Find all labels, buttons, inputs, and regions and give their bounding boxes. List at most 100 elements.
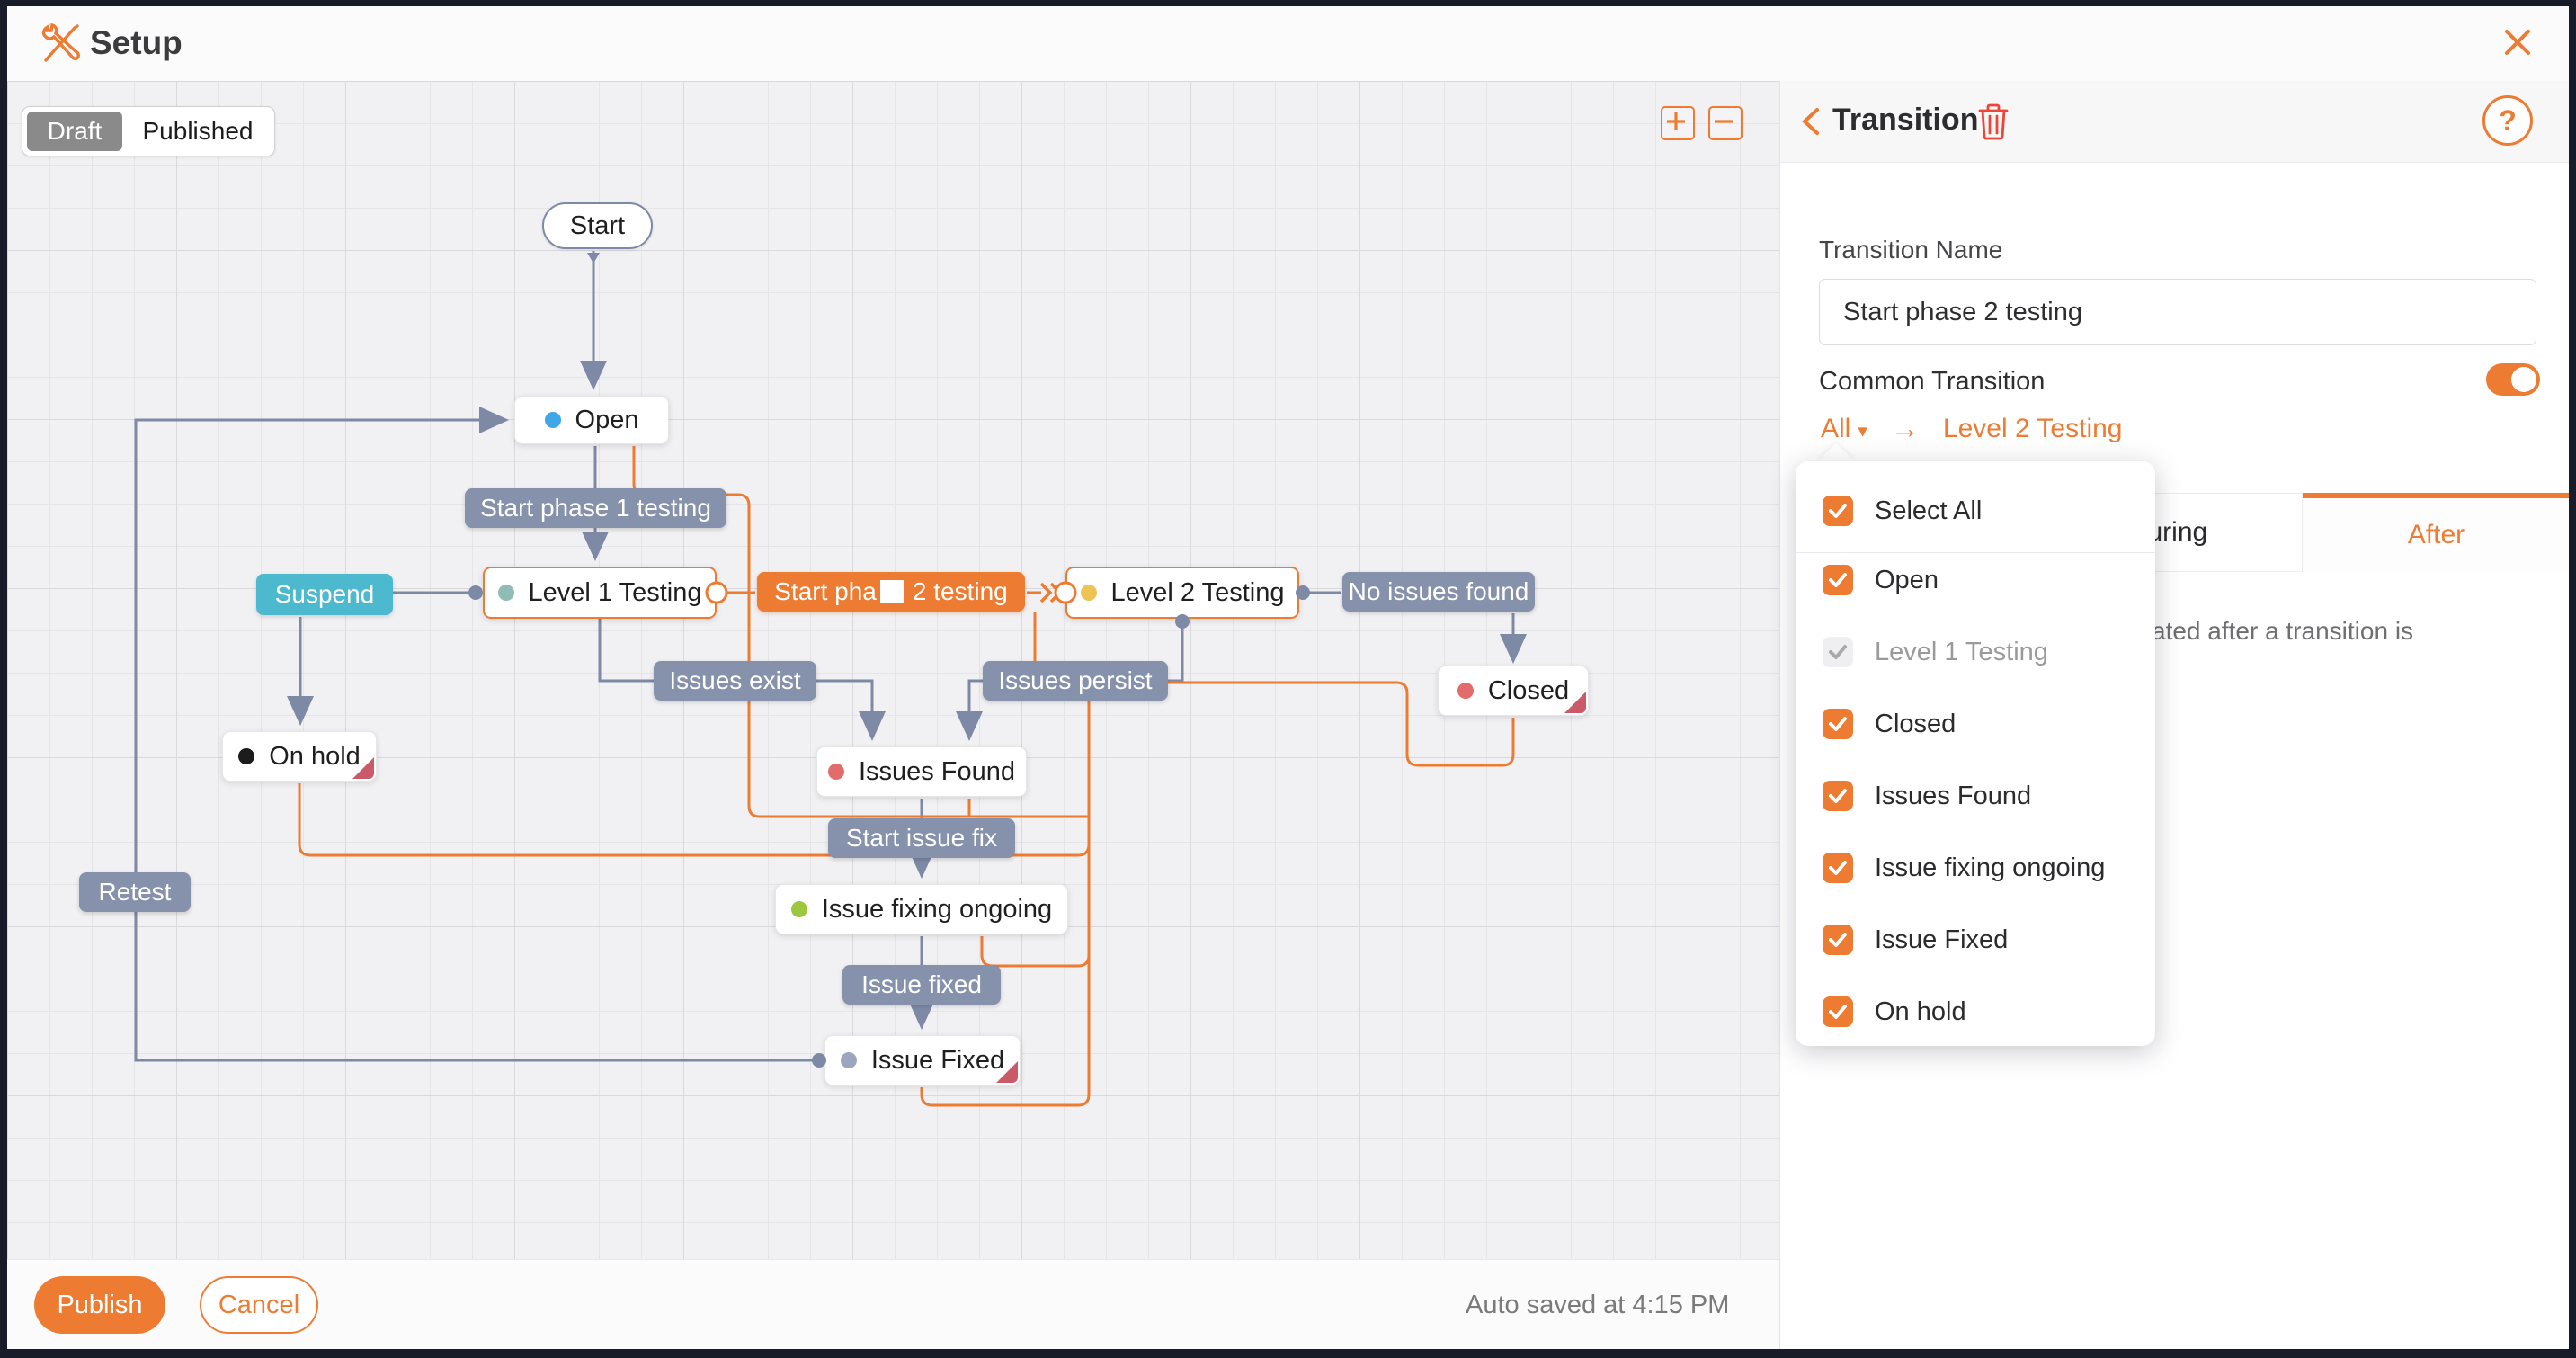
node-retest[interactable]: Retest: [79, 872, 191, 912]
checkbox-checked-icon[interactable]: [1823, 925, 1853, 955]
status-dot: [544, 412, 561, 428]
after-tab-helper-text: ated after a transition is: [2152, 617, 2414, 645]
zoom-out-icon[interactable]: [1708, 106, 1743, 140]
status-dot: [827, 764, 844, 780]
node-issue-fixed-edge[interactable]: Issue fixed: [842, 965, 1001, 1005]
node-issues-persist[interactable]: Issues persist: [983, 661, 1168, 701]
transition-route: All▾ → Level 2 Testing: [1821, 412, 2122, 445]
node-suspend[interactable]: Suspend: [256, 574, 393, 615]
checkbox-checked-icon[interactable]: [1823, 565, 1853, 595]
mode-toggle: Draft Published: [22, 106, 275, 156]
node-label: Closed: [1487, 675, 1570, 705]
node-label: Level 2 Testing: [1110, 577, 1285, 607]
node-issue-fixed[interactable]: Issue Fixed: [824, 1035, 1021, 1086]
node-on-hold[interactable]: On hold: [222, 731, 377, 782]
route-from-dropdown[interactable]: All▾: [1821, 413, 1867, 443]
top-header: Setup: [7, 6, 2569, 82]
panel-title: Transition: [1832, 103, 1979, 137]
dropdown-item-issues-found[interactable]: Issues Found: [1796, 760, 2155, 832]
dropdown-item-label: On hold: [1875, 996, 1966, 1026]
canvas-footer: Publish Cancel Auto saved at 4:15 PM: [7, 1259, 1779, 1349]
node-label: Open: [575, 405, 639, 434]
checkbox-checked-icon: [1823, 637, 1853, 667]
close-icon[interactable]: [2496, 21, 2539, 64]
node-start-phase-1-testing[interactable]: Start phase 1 testing: [465, 488, 726, 528]
status-dot: [840, 1052, 857, 1068]
dropdown-item-select-all[interactable]: Select All: [1796, 475, 2155, 547]
node-start-issue-fix[interactable]: Start issue fix: [828, 818, 1015, 858]
dropdown-item-issue-fixing-ongoing[interactable]: Issue fixing ongoing: [1796, 832, 2155, 904]
error-corner-flag: [996, 1061, 1018, 1083]
dropdown-item-label: Level 1 Testing: [1875, 637, 2048, 666]
node-issues-exist[interactable]: Issues exist: [654, 661, 816, 701]
dropdown-item-level-1-testing: Level 1 Testing: [1796, 616, 2155, 688]
node-label: No issues found: [1348, 577, 1529, 605]
transition-panel-header: Transition ?: [1780, 81, 2569, 163]
node-level-1-testing[interactable]: Level 1 Testing: [483, 567, 717, 619]
checkbox-checked-icon[interactable]: [1823, 853, 1853, 883]
status-dot: [238, 748, 255, 764]
dropdown-item-closed[interactable]: Closed: [1796, 688, 2155, 760]
checkbox-checked-icon[interactable]: [1823, 709, 1853, 739]
transition-name-input[interactable]: [1819, 279, 2536, 345]
setup-tools-icon: [40, 22, 81, 64]
status-dot: [1080, 585, 1097, 601]
node-label: Start phase 1 testing: [480, 494, 711, 522]
trash-icon[interactable]: [1974, 101, 2014, 142]
common-transition-toggle[interactable]: [2486, 363, 2540, 396]
node-closed[interactable]: Closed: [1438, 666, 1589, 716]
dropdown-item-label: Issues Found: [1875, 781, 2032, 810]
node-open[interactable]: Open: [514, 396, 669, 444]
checkbox-checked-icon[interactable]: [1823, 781, 1853, 811]
node-label: Issues persist: [998, 666, 1153, 694]
node-issue-fixing-ongoing[interactable]: Issue fixing ongoing: [775, 884, 1068, 934]
checkbox-checked-icon[interactable]: [1823, 996, 1853, 1027]
node-label: On hold: [269, 741, 361, 771]
common-transition-label: Common Transition: [1819, 367, 2046, 396]
status-dot: [497, 585, 514, 601]
transition-panel: Transition ? Transition Name Common Tran…: [1779, 81, 2569, 1349]
publish-button[interactable]: Publish: [34, 1276, 165, 1334]
zoom-in-icon[interactable]: [1661, 106, 1695, 140]
dropdown-item-label: Select All: [1875, 496, 1983, 525]
node-label: Start: [569, 210, 626, 240]
dropdown-item-label: Closed: [1875, 709, 1957, 738]
toggle-published[interactable]: Published: [142, 117, 254, 145]
node-no-issues-found[interactable]: No issues found: [1342, 572, 1535, 612]
back-chevron-icon[interactable]: [1796, 104, 1828, 138]
dropdown-item-label: Issue fixing ongoing: [1875, 853, 2106, 882]
node-label: Start issue fix: [845, 824, 998, 852]
toggle-draft[interactable]: Draft: [27, 112, 122, 151]
dropdown-item-open[interactable]: Open: [1796, 544, 2155, 616]
dropdown-item-on-hold[interactable]: On hold: [1796, 976, 2155, 1048]
node-start[interactable]: Start: [542, 202, 653, 249]
node-label: Level 1 Testing: [528, 577, 702, 607]
error-corner-flag: [1564, 692, 1586, 713]
node-issues-found[interactable]: Issues Found: [816, 746, 1027, 797]
route-arrow-icon: →: [1890, 412, 1920, 444]
route-to-state[interactable]: Level 2 Testing: [1942, 413, 2123, 443]
setup-window: Setup: [7, 6, 2569, 1349]
node-label: Suspend: [274, 580, 375, 608]
dropdown-item-label: Issue Fixed: [1875, 925, 2009, 954]
waypoint-square[interactable]: [879, 580, 904, 603]
node-label: Issue Fixed: [870, 1045, 1005, 1075]
node-label: Issue fixed: [861, 970, 982, 998]
node-label: Issue fixing ongoing: [821, 894, 1053, 924]
transition-name-label: Transition Name: [1819, 236, 2003, 264]
cancel-button[interactable]: Cancel: [200, 1276, 318, 1334]
node-label: Issues exist: [669, 666, 801, 694]
dropdown-divider: [1796, 552, 2155, 553]
node-level-2-testing[interactable]: Level 2 Testing: [1065, 567, 1299, 619]
help-icon[interactable]: ?: [2482, 95, 2533, 146]
tab-after[interactable]: After: [2303, 493, 2569, 572]
dropdown-item-issue-fixed[interactable]: Issue Fixed: [1796, 904, 2155, 976]
checkbox-checked-icon[interactable]: [1823, 496, 1853, 526]
toggle-knob: [2511, 367, 2536, 392]
chevron-down-icon: ▾: [1858, 420, 1867, 442]
node-label: Retest: [98, 878, 172, 906]
status-dot: [1457, 683, 1474, 699]
